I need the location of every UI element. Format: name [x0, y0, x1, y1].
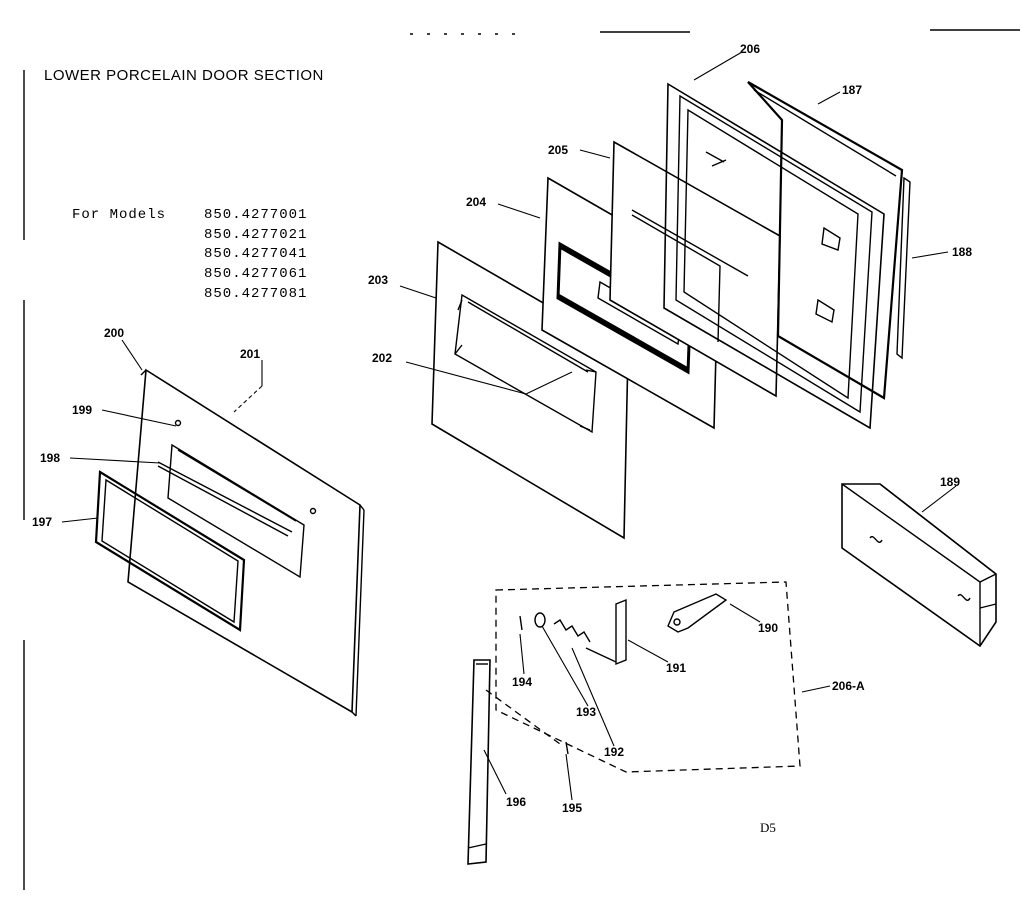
model-number: 850.4277001 — [204, 207, 307, 223]
model-number: 850.4277061 — [204, 266, 307, 282]
hinge-assembly-box — [495, 581, 801, 773]
leader-lines — [61, 51, 957, 801]
part-label-201: 201 — [240, 347, 260, 361]
part-label-203: 203 — [368, 273, 388, 287]
models-prefix: For Models — [72, 207, 166, 223]
model-list: For Models 850.4277001 850.4277021 850.4… — [72, 207, 307, 302]
part-label-204: 204 — [466, 195, 486, 209]
part-label-198: 198 — [40, 451, 60, 465]
part-label-191: 191 — [666, 661, 686, 675]
part-label-200: 200 — [104, 326, 124, 340]
part-labels: 206 187 188 205 204 203 202 189 190 191 … — [32, 42, 972, 815]
door-glass — [747, 81, 904, 400]
outer-door-panel — [94, 368, 365, 717]
page-code: D5 — [760, 820, 776, 835]
part-label-187: 187 — [842, 83, 862, 97]
part-label-193: 193 — [576, 705, 596, 719]
part-label-188: 188 — [952, 245, 972, 259]
part-label-196: 196 — [506, 795, 526, 809]
diagram-title: LOWER PORCELAIN DOOR SECTION — [44, 67, 324, 84]
door-channel — [841, 483, 997, 648]
part-label-192: 192 — [604, 745, 624, 759]
model-number: 850.4277081 — [204, 286, 307, 302]
part-label-206a: 206-A — [832, 679, 865, 693]
part-label-189: 189 — [940, 475, 960, 489]
part-label-195: 195 — [562, 801, 582, 815]
part-label-206: 206 — [740, 42, 760, 56]
model-number: 850.4277041 — [204, 246, 307, 262]
part-label-190: 190 — [758, 621, 778, 635]
model-number: 850.4277021 — [204, 227, 307, 243]
glass-strip — [896, 176, 911, 360]
part-label-197: 197 — [32, 515, 52, 529]
scan-edge-marks — [23, 29, 1020, 890]
door-frame — [663, 82, 885, 430]
inner-glass-panel — [609, 140, 781, 398]
hinge-parts — [467, 593, 728, 865]
part-label-199: 199 — [72, 403, 92, 417]
inner-door-panel — [431, 240, 629, 540]
part-label-202: 202 — [372, 351, 392, 365]
part-label-194: 194 — [512, 675, 532, 689]
part-label-205: 205 — [548, 143, 568, 157]
